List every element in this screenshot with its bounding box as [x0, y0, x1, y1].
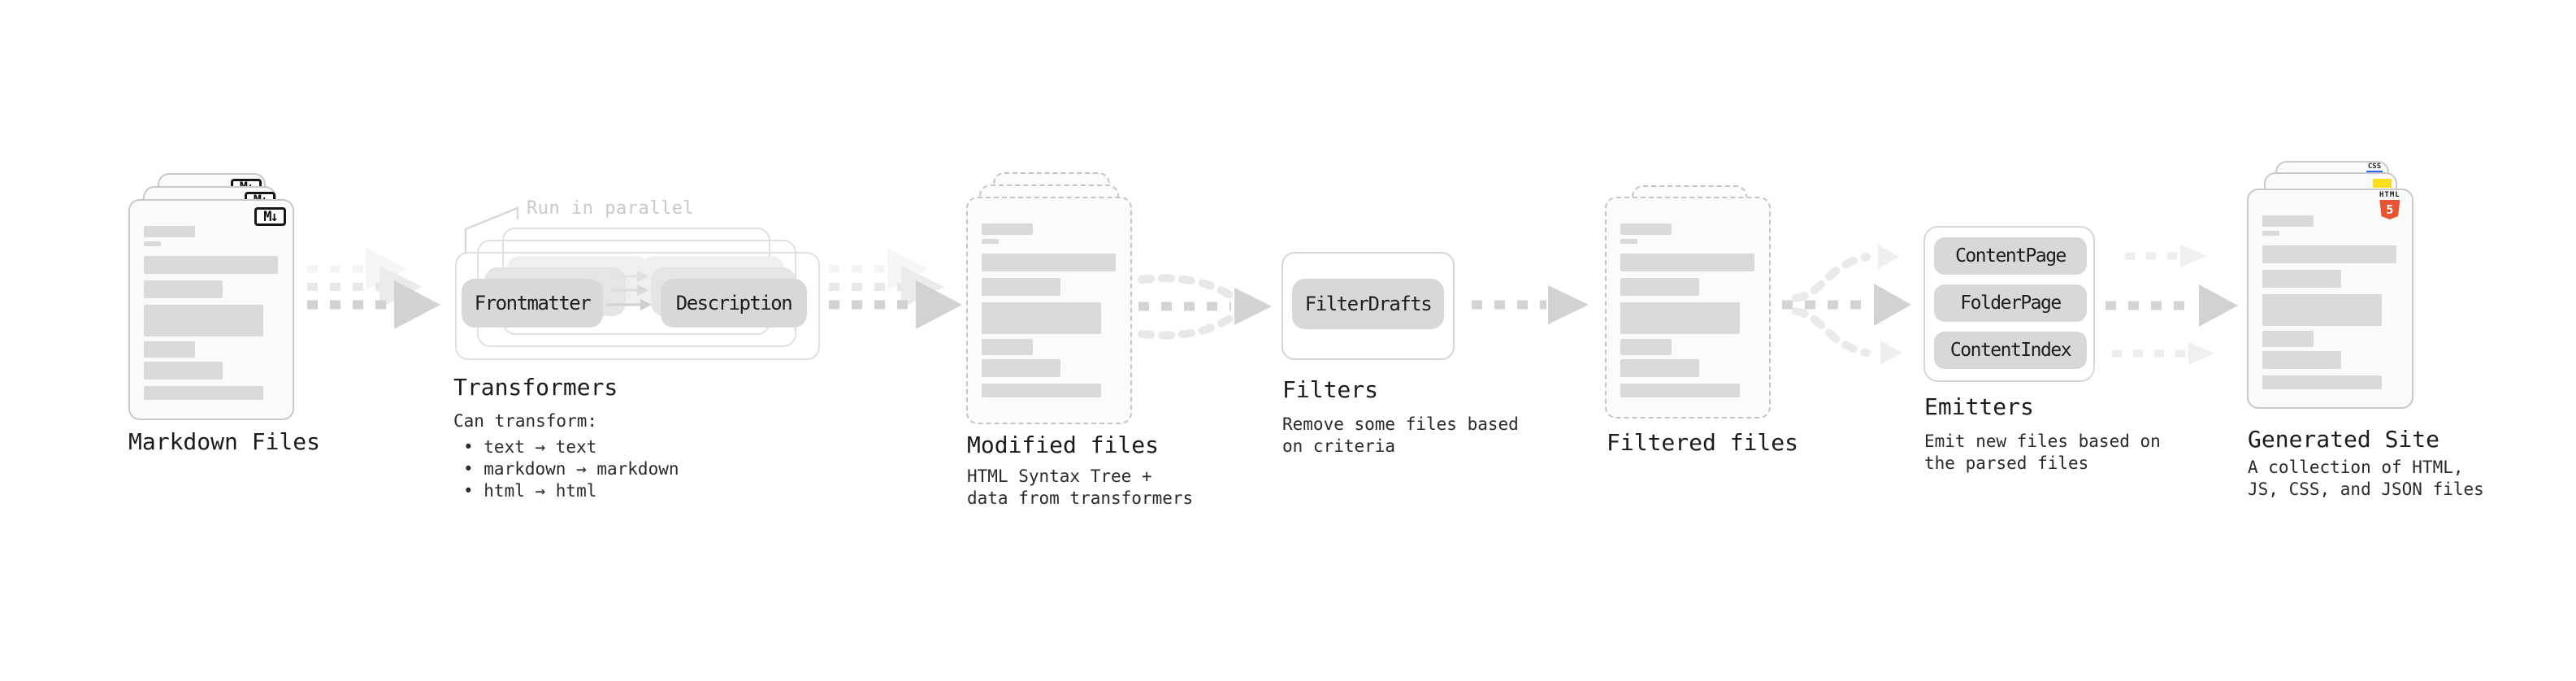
flow-arrow-icon [307, 248, 440, 329]
description-line: the parsed files [1924, 453, 2089, 473]
stage-label: Transformers [453, 374, 618, 401]
doc-line-placeholder [144, 341, 195, 358]
doc-line-placeholder [2262, 331, 2314, 347]
document-card [2247, 189, 2413, 409]
stage-label: Filtered files [1607, 429, 1799, 456]
document-card [966, 197, 1132, 424]
stage-label: Modified files [967, 432, 1160, 458]
document-card [1605, 197, 1771, 419]
doc-line-placeholder [1620, 278, 1699, 296]
doc-line-placeholder [2262, 215, 2314, 227]
html5-icon-shield: 5 [2379, 200, 2400, 219]
flow-arrow-icon [1472, 285, 1589, 324]
html5-icon-number: 5 [2386, 202, 2394, 217]
doc-line-placeholder [2262, 231, 2279, 236]
description-line: JS, CSS, and JSON files [2248, 479, 2484, 499]
stage-description: Remove some files based on criteria [1282, 414, 1519, 458]
doc-line-placeholder [982, 359, 1060, 377]
flow-fanout-arrows-icon [1782, 245, 1911, 365]
doc-line-placeholder [2262, 375, 2382, 389]
doc-line-placeholder [144, 280, 223, 298]
description-line: A collection of HTML, [2248, 458, 2464, 477]
stage-label: Markdown Files [128, 428, 321, 455]
emitter-pill-label: ContentIndex [1949, 340, 2072, 361]
stage-description: Can transform: • text → text • markdown … [453, 410, 679, 502]
doc-line-placeholder [144, 305, 263, 336]
stage-description: HTML Syntax Tree + data from transformer… [967, 466, 1193, 510]
doc-line-placeholder [982, 254, 1116, 271]
markdown-icon: M↓ [254, 207, 286, 226]
note-leader-line [464, 206, 519, 254]
emitter-pill: ContentPage [1934, 237, 2087, 275]
stage-label: Generated Site [2248, 426, 2440, 453]
description-line: Can transform: [453, 411, 598, 431]
doc-line-placeholder [2262, 294, 2382, 326]
doc-line-placeholder [982, 302, 1101, 334]
html5-icon: HTML 5 [2379, 192, 2400, 219]
description-line: • html → html [463, 481, 597, 501]
transformer-pill-label: Description [675, 292, 793, 314]
document-card [128, 199, 294, 420]
description-line: HTML Syntax Tree + [967, 466, 1152, 486]
emitter-pill-label: ContentPage [1955, 245, 2066, 267]
doc-line-placeholder [1620, 384, 1740, 397]
doc-line-placeholder [1620, 302, 1740, 334]
doc-line-placeholder [1620, 254, 1754, 271]
description-line: on criteria [1282, 436, 1396, 456]
doc-line-placeholder [144, 386, 263, 400]
transformer-pill-label: Frontmatter [474, 292, 592, 314]
emitter-pill: FolderPage [1934, 284, 2087, 322]
css-icon: CSS [2366, 163, 2383, 173]
doc-line-placeholder [144, 241, 161, 246]
flow-converge-arrow-icon [1138, 274, 1272, 340]
html5-icon-word: HTML [2379, 191, 2400, 199]
markdown-icon-label: M↓ [263, 208, 279, 225]
emitter-pill: ContentIndex [1934, 332, 2087, 369]
filter-pill-label: FilterDrafts [1304, 293, 1433, 315]
flow-fanin-arrows-icon [2105, 245, 2238, 365]
doc-line-placeholder [1620, 359, 1699, 377]
emitter-pill-label: FolderPage [1960, 293, 2062, 314]
run-in-parallel-note: Run in parallel [527, 198, 695, 219]
transformer-pill: Description [661, 279, 807, 327]
doc-line-placeholder [144, 362, 223, 380]
description-line: • text → text [463, 437, 597, 457]
parallel-frame-front [455, 252, 820, 360]
description-line: data from transformers [967, 488, 1194, 508]
filter-pill: FilterDrafts [1292, 279, 1444, 329]
doc-line-placeholder [982, 223, 1033, 235]
stage-label: Emitters [1924, 393, 2034, 420]
stage-label: Filters [1282, 376, 1379, 403]
parallel-arrows-icon [606, 271, 652, 310]
description-line: Emit new files based on [1924, 432, 2161, 451]
doc-line-placeholder [982, 339, 1033, 355]
doc-line-placeholder [144, 256, 278, 274]
stage-description: Emit new files based on the parsed files [1924, 431, 2161, 475]
doc-line-placeholder [1620, 239, 1637, 244]
doc-line-placeholder [2262, 245, 2396, 263]
doc-line-placeholder [2262, 270, 2341, 288]
description-line: Remove some files based [1282, 414, 1519, 434]
doc-line-placeholder [1620, 223, 1672, 235]
css-icon-label: CSS [2367, 163, 2382, 171]
doc-line-placeholder [982, 384, 1101, 397]
js-icon [2373, 179, 2392, 188]
doc-line-placeholder [982, 278, 1060, 296]
stage-description: A collection of HTML, JS, CSS, and JSON … [2248, 457, 2484, 501]
css-icon-underline [2366, 171, 2383, 173]
doc-line-placeholder [144, 226, 195, 237]
flow-arrow-icon [829, 248, 962, 329]
doc-line-placeholder [2262, 351, 2341, 369]
doc-line-placeholder [982, 239, 999, 244]
description-line: • markdown → markdown [463, 459, 679, 479]
doc-line-placeholder [1620, 339, 1672, 355]
transformer-pill: Frontmatter [462, 279, 603, 327]
